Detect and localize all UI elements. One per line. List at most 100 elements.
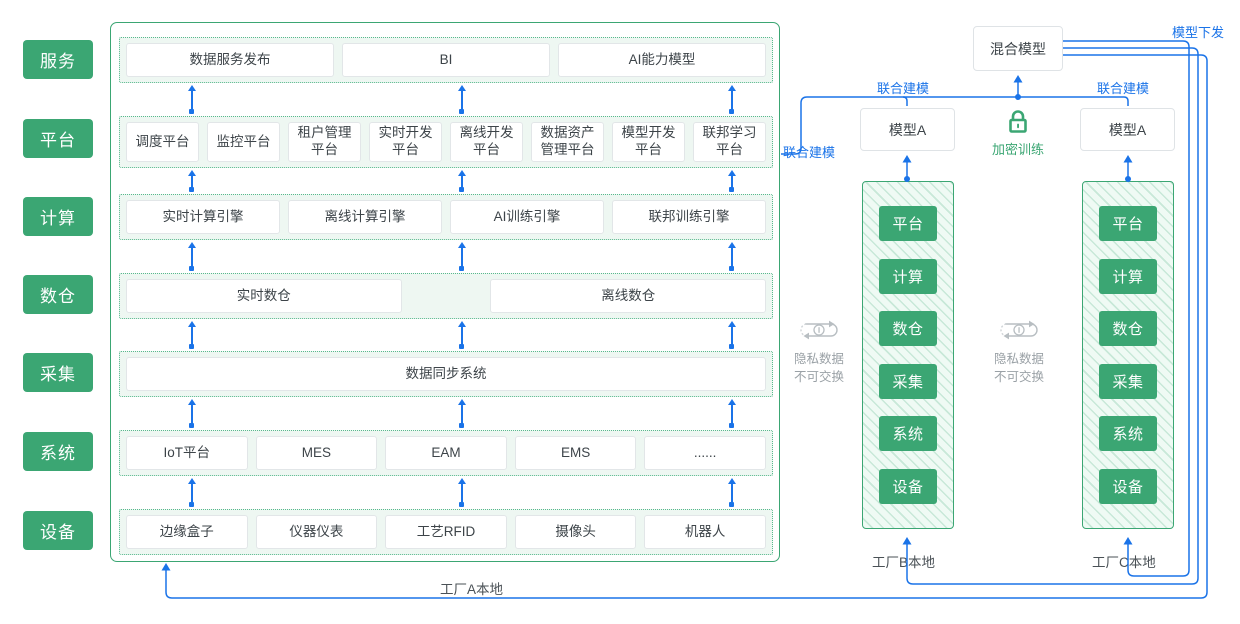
arrow-stem xyxy=(191,326,193,345)
privacy-note-c-line2: 不可交换 xyxy=(993,370,1044,385)
layer-cell[interactable]: 调度平台 xyxy=(126,122,199,162)
layer-connector-arrow xyxy=(187,242,196,271)
layer-connector-arrow xyxy=(187,321,196,349)
sidebar-pill-label: 设备 xyxy=(40,523,76,542)
lock-icon xyxy=(1009,110,1027,133)
layer-connector-arrow xyxy=(727,478,736,507)
layer-cell[interactable]: 实时计算引擎 xyxy=(126,200,280,234)
arrow-tail xyxy=(188,502,194,507)
layer-connector-arrow xyxy=(457,321,466,349)
arrow-stem xyxy=(461,404,463,424)
layer-cell[interactable]: 离线开发平台 xyxy=(450,122,523,162)
sidebar-pill-compute[interactable]: 计算 xyxy=(23,197,93,236)
layer-connector-arrow xyxy=(187,170,196,192)
layer-cell[interactable]: 工艺RFID xyxy=(385,515,507,549)
model-a-b-box[interactable]: 模型A xyxy=(860,108,955,151)
layer-cell[interactable]: 租户管理平台 xyxy=(288,122,361,162)
layer-cell[interactable]: 联邦学习平台 xyxy=(693,122,766,162)
remote-layer-box[interactable]: 数仓 xyxy=(1099,311,1157,347)
arrow-tail xyxy=(188,344,194,349)
remote-layer-box[interactable]: 系统 xyxy=(1099,416,1157,452)
layer-connector-arrow xyxy=(727,399,736,428)
sidebar-pill-label: 计算 xyxy=(40,209,76,228)
arrow-tail xyxy=(188,109,194,114)
privacy-note-b: 隐私数据 不可交换 xyxy=(789,350,849,386)
remote-layer-box[interactable]: 计算 xyxy=(879,258,937,294)
spacer-cell xyxy=(410,279,483,313)
sidebar-pill-warehouse[interactable]: 数仓 xyxy=(23,275,93,314)
remote-layer-box[interactable]: 设备 xyxy=(1099,468,1157,504)
arrow-tail xyxy=(458,266,464,271)
layer-cell[interactable]: 数据服务发布 xyxy=(126,43,334,77)
no-data-exchange-icon-c xyxy=(1000,320,1038,340)
sidebar-pill-service[interactable]: 服务 xyxy=(23,40,93,79)
layer-cell[interactable]: 实时开发平台 xyxy=(369,122,442,162)
arrow-tail xyxy=(458,502,464,507)
arrow-stem xyxy=(731,247,733,267)
model-a-c-box[interactable]: 模型A xyxy=(1080,108,1175,151)
remote-layer-box[interactable]: 平台 xyxy=(1099,206,1157,242)
remote-layer-box[interactable]: 设备 xyxy=(879,468,937,504)
sidebar-pill-label: 服务 xyxy=(40,52,76,71)
arrow-tail xyxy=(188,423,194,428)
arrow-stem xyxy=(191,247,193,267)
arrow-stem xyxy=(461,483,463,503)
sidebar-pill-system[interactable]: 系统 xyxy=(23,432,93,471)
privacy-note-c: 隐私数据 不可交换 xyxy=(989,350,1049,386)
layer-cell[interactable]: 联邦训练引擎 xyxy=(612,200,766,234)
layer-cell[interactable]: AI能力模型 xyxy=(558,43,766,77)
layer-connector-arrow xyxy=(187,85,196,114)
arrow-stem xyxy=(461,326,463,345)
arrow-tail xyxy=(728,502,734,507)
layer-cell[interactable]: IoT平台 xyxy=(126,436,248,470)
remote-layer-box[interactable]: 采集 xyxy=(1099,363,1157,399)
remote-layer-box[interactable]: 系统 xyxy=(879,416,937,452)
layer-cell[interactable]: 仪器仪表 xyxy=(255,515,378,549)
remote-layer-box[interactable]: 计算 xyxy=(1099,258,1157,294)
layer-cell[interactable]: EAM xyxy=(385,436,507,470)
layer-cell[interactable]: MES xyxy=(255,436,378,470)
sidebar-pill-label: 平台 xyxy=(40,131,76,150)
layer-connector-arrow xyxy=(727,85,736,114)
layer-cell[interactable]: AI训练引擎 xyxy=(450,200,604,234)
layer-cell[interactable]: 机器人 xyxy=(644,515,766,549)
layer-connector-arrow xyxy=(727,242,736,271)
factory-a-caption: 工厂A本地 xyxy=(440,582,504,597)
remote-layer-box[interactable]: 数仓 xyxy=(879,311,937,347)
remote-layer-box[interactable]: 采集 xyxy=(879,363,937,399)
layer-cell[interactable]: 边缘盒子 xyxy=(126,515,248,549)
arrow-stem xyxy=(191,404,193,424)
arrow-stem xyxy=(731,326,733,345)
joint-modeling-path-b xyxy=(902,96,908,106)
band-warehouse: 实时数仓 离线数仓 xyxy=(119,273,773,319)
layer-cell[interactable]: 模型开发平台 xyxy=(612,122,685,162)
layer-cell[interactable]: ...... xyxy=(644,436,766,470)
sidebar-pill-device[interactable]: 设备 xyxy=(23,511,93,550)
arrow-tail xyxy=(458,344,464,349)
layer-cell[interactable]: BI xyxy=(342,43,550,77)
joint-modeling-label-left: 联合建模 xyxy=(783,145,836,160)
arrow-tail xyxy=(188,266,194,271)
hybrid-model-box[interactable]: 混合模型 xyxy=(973,26,1063,71)
layer-cell[interactable]: 数据同步系统 xyxy=(126,357,766,391)
layer-cell[interactable]: 实时数仓 xyxy=(126,279,402,313)
layer-cell[interactable]: 离线数仓 xyxy=(490,279,767,313)
factory-c-stack: 平台计算数仓采集系统设备 xyxy=(1082,181,1174,529)
arrow-tail xyxy=(728,423,734,428)
arrow-stem xyxy=(731,404,733,424)
layer-cell[interactable]: 摄像头 xyxy=(514,515,637,549)
arrow-stem xyxy=(191,483,193,503)
layer-cell[interactable]: EMS xyxy=(514,436,637,470)
sidebar-pill-label: 采集 xyxy=(40,365,76,384)
privacy-note-c-line1: 隐私数据 xyxy=(993,352,1044,366)
remote-layer-box[interactable]: 平台 xyxy=(879,206,937,242)
layer-cell[interactable]: 监控平台 xyxy=(207,122,280,162)
layer-cell[interactable]: 数据资产管理平台 xyxy=(531,122,604,162)
sidebar-pill-platform[interactable]: 平台 xyxy=(23,119,93,158)
arrow-tail xyxy=(458,187,464,192)
sidebar-pill-collect[interactable]: 采集 xyxy=(23,353,93,392)
layer-cell[interactable]: 离线计算引擎 xyxy=(288,200,442,234)
